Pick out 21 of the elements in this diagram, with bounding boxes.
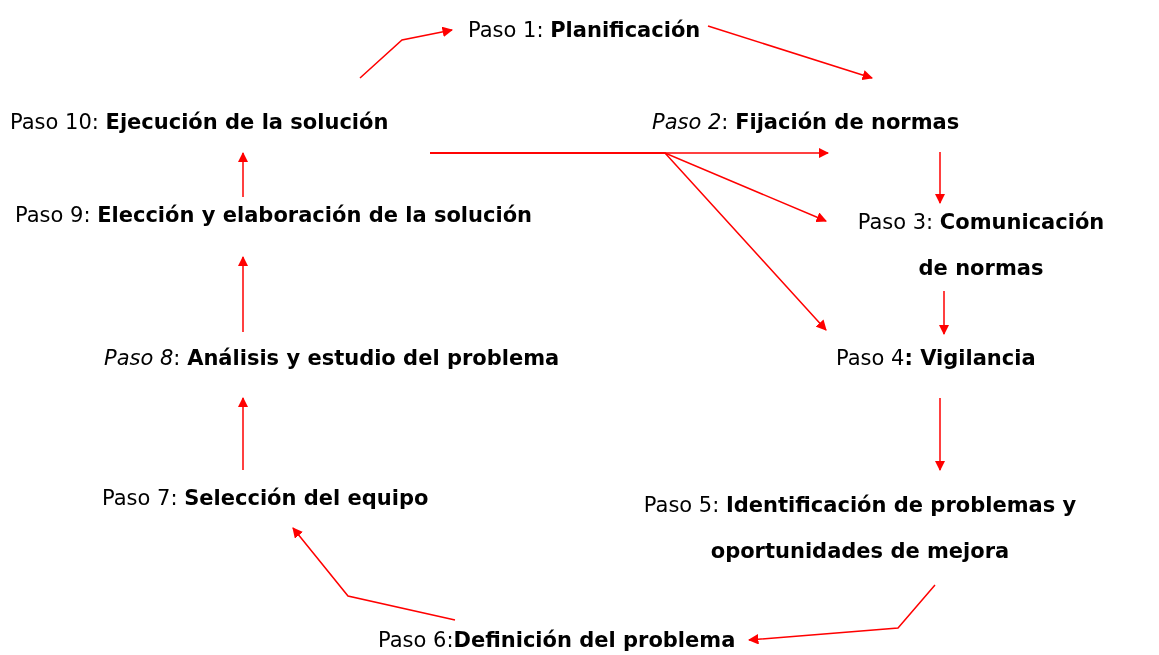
arrow xyxy=(237,396,249,471)
step-label: Paso 9: Elección y elaboración de la solución xyxy=(15,203,533,227)
arrow xyxy=(237,255,249,333)
arrow xyxy=(292,527,456,621)
step-label: Paso 2: Fijación de normas xyxy=(652,110,960,134)
arrow xyxy=(934,151,946,205)
step-label: Paso 7: Selección del equipo xyxy=(102,486,429,510)
arrow xyxy=(934,397,946,472)
step-label: Paso 8: Análisis y estudio del problema xyxy=(104,346,560,370)
arrow xyxy=(707,25,873,81)
arrow xyxy=(429,152,827,331)
arrow xyxy=(747,584,936,645)
step-label: Paso 5: Identificación de problemas y oportunidades de mejora xyxy=(643,493,1077,563)
arrow xyxy=(938,290,950,336)
step-label: Paso 3: Comunicación de normas xyxy=(857,210,1105,280)
arrow xyxy=(359,26,454,79)
step-label: Paso 10: Ejecución de la solución xyxy=(10,110,389,134)
step-label: Paso 6:Definición del problema xyxy=(378,628,736,652)
step-label: Paso 4: Vigilancia xyxy=(836,346,1036,370)
arrow xyxy=(237,151,249,198)
step-label: Paso 1: Planificación xyxy=(468,18,701,42)
